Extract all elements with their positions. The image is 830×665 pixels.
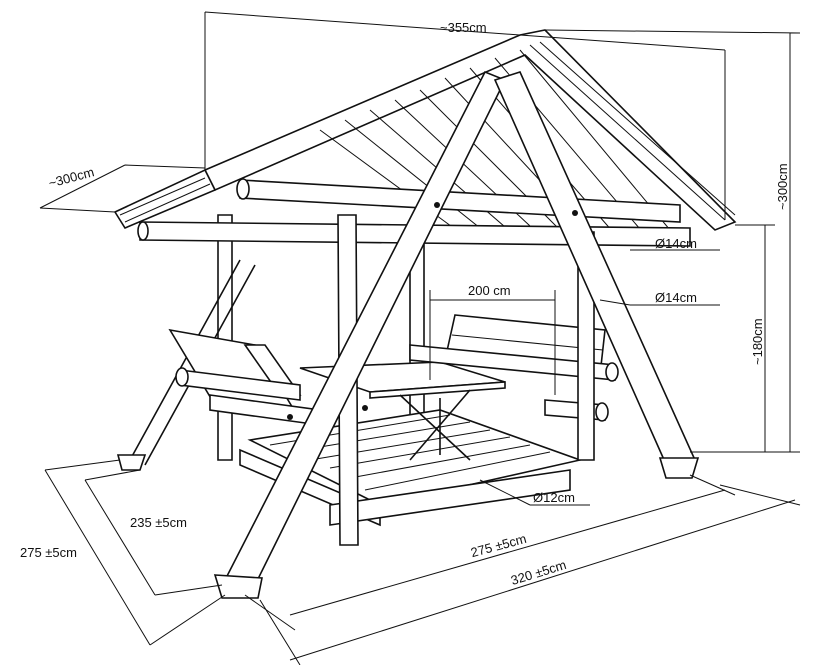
outer-depth-label: 275 ±5cm bbox=[20, 545, 77, 560]
dimension-lines bbox=[39, 11, 801, 665]
roof-width-label: ~355cm bbox=[440, 20, 487, 35]
left-bench bbox=[168, 328, 321, 426]
right-bench bbox=[409, 314, 619, 422]
clearance-height-label: ~180cm bbox=[750, 318, 765, 365]
inner-depth-label: 235 ±5cm bbox=[130, 515, 187, 530]
beam-diameter-label: Ø14cm bbox=[655, 236, 697, 251]
total-height-label: ~300cm bbox=[775, 163, 790, 210]
roof bbox=[113, 29, 737, 241]
bench-length-label: 200 cm bbox=[468, 283, 511, 298]
floor-log-diameter-label: Ø12cm bbox=[533, 490, 575, 505]
a-frame bbox=[213, 70, 700, 599]
leg-diameter-label: Ø14cm bbox=[655, 290, 697, 305]
